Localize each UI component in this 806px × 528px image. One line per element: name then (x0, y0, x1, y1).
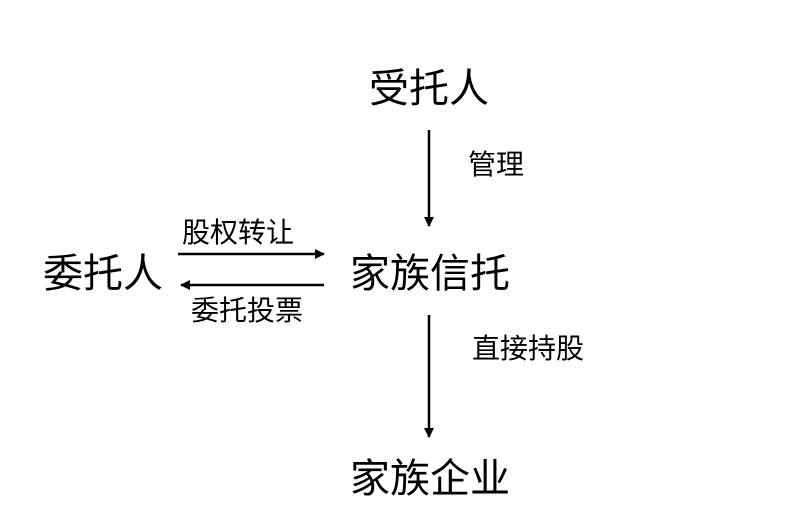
edge-label-manage: 管理 (468, 148, 525, 181)
node-family-enterprise: 家族企业 (350, 456, 510, 502)
node-settlor: 委托人 (43, 251, 163, 297)
edge-label-direct-holding: 直接持股 (472, 332, 585, 365)
node-trustee: 受托人 (369, 66, 489, 112)
node-family-trust: 家族信托 (350, 251, 510, 297)
edge-label-equity-transfer: 股权转让 (182, 216, 295, 249)
edge-label-entrusted-voting: 委托投票 (191, 294, 304, 327)
